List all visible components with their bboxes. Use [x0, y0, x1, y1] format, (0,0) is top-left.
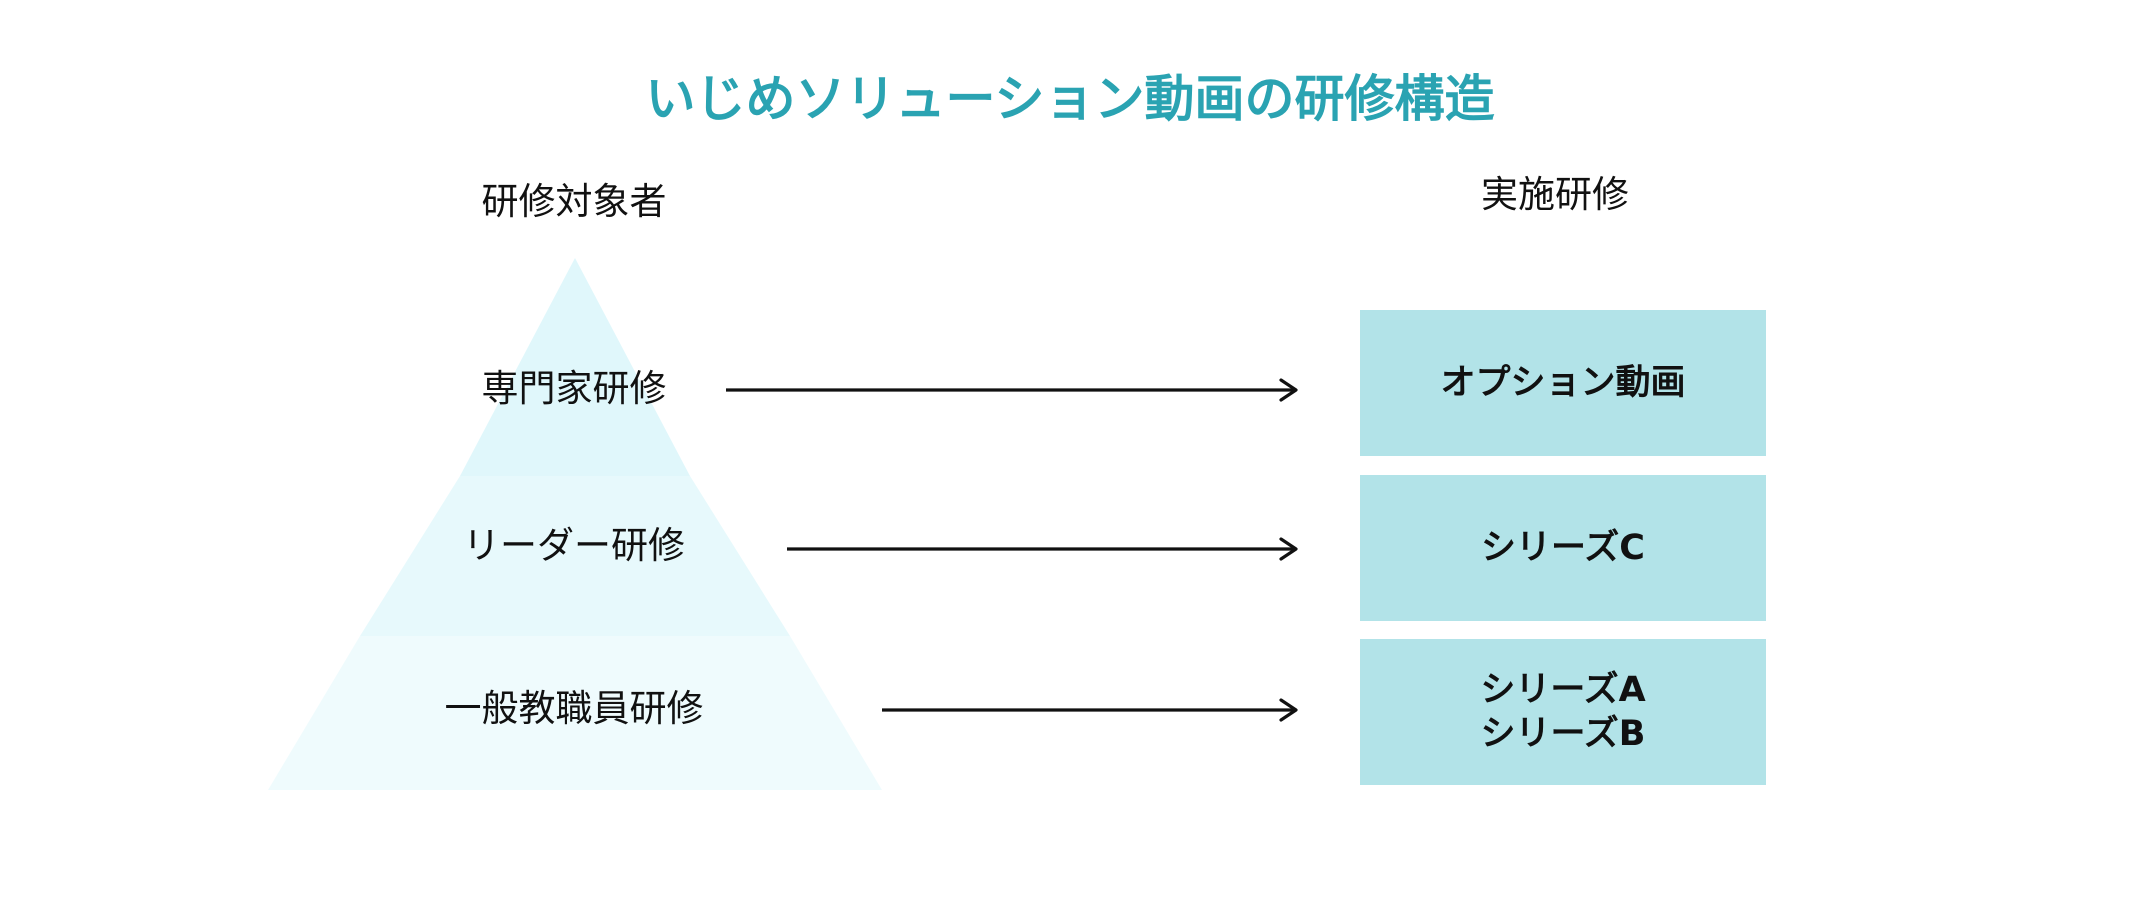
- training-box-line: シリーズB: [1480, 714, 1646, 754]
- tier-label-expert: 専門家研修: [481, 367, 667, 410]
- diagram-title: いじめソリューション動画の研修構造: [645, 70, 1495, 128]
- training-heading: 実施研修: [1481, 173, 1629, 216]
- pyramid-tier-3: [268, 636, 882, 790]
- training-box-option-video: オプション動画: [1360, 310, 1766, 456]
- training-box-series-c: シリーズC: [1360, 475, 1766, 621]
- target-audience-heading: 研修対象者: [481, 180, 667, 223]
- tier-label-general-staff: 一般教職員研修: [444, 687, 704, 730]
- tier-label-leader: リーダー研修: [463, 524, 685, 567]
- training-box-line: オプション動画: [1440, 363, 1686, 403]
- pyramid-tier-2: [360, 476, 790, 636]
- training-box-line: シリーズA: [1480, 670, 1646, 710]
- pyramid-tier-1: [460, 258, 690, 476]
- training-box-line: シリーズC: [1481, 528, 1645, 568]
- training-box-series-a-b: シリーズA シリーズB: [1360, 639, 1766, 785]
